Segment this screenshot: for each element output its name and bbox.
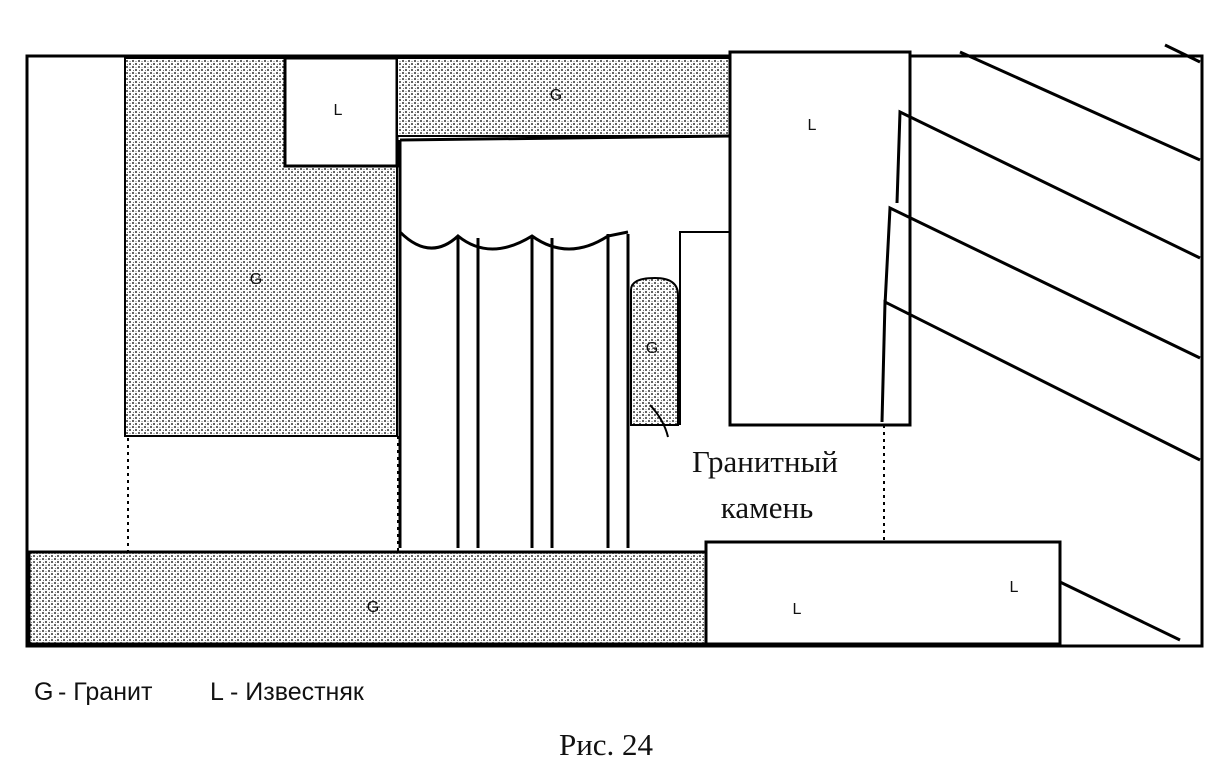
legend: G - Гранит L - Известняк: [34, 678, 365, 706]
granite-lintel-top: [396, 57, 731, 137]
label-granite-lintel: G: [550, 87, 562, 104]
limestone-pillar-right: [728, 50, 912, 427]
label-limestone-base-corner: L: [1010, 579, 1019, 596]
annotation-line1: Гранитный: [692, 444, 838, 479]
legend-limestone-symbol: L: [210, 678, 224, 706]
label-granite-stone: G: [646, 340, 658, 357]
granite-stone-pointer: [649, 404, 669, 438]
legend-granite-text: - Гранит: [58, 678, 153, 706]
granite-stone-insert: [630, 276, 679, 426]
figure-caption: Рис. 24: [559, 727, 654, 761]
niche-arch-outline: [398, 134, 731, 548]
label-granite-plinth: G: [367, 599, 379, 616]
diagonal-masonry-blocks: [880, 43, 1201, 642]
label-limestone-pillar: L: [808, 117, 817, 134]
label-limestone-top-left: L: [334, 102, 343, 119]
door-jamb-right: [679, 231, 730, 425]
fluted-columns: [456, 234, 630, 548]
legend-granite-symbol: G: [34, 678, 53, 706]
granite-plinth-base: [27, 550, 708, 646]
limestone-base-right: [704, 540, 1062, 646]
label-granite-left-block: G: [250, 271, 262, 288]
limestone-inset-top-left: [283, 56, 399, 168]
label-limestone-base: L: [793, 601, 802, 618]
legend-limestone-text: - Известняк: [230, 678, 365, 706]
annotation-line2: камень: [721, 490, 813, 525]
